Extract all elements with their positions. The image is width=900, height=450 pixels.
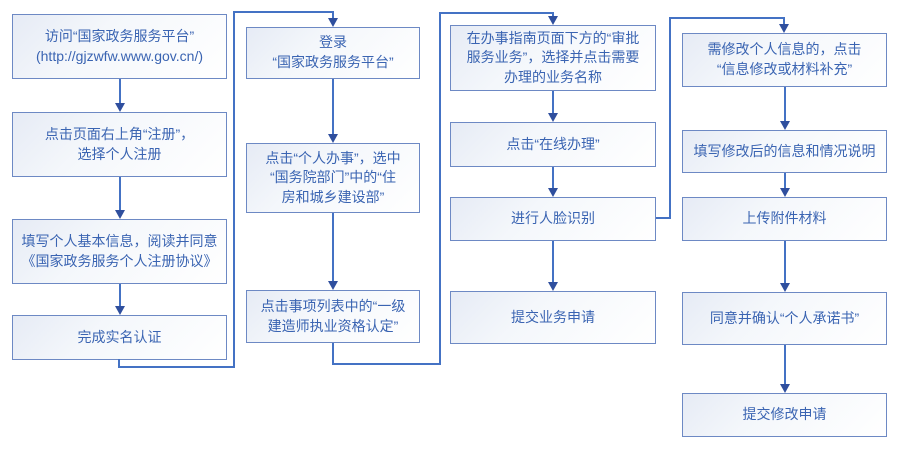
connector-segment: [552, 91, 554, 113]
flow-box: 访问“国家政务服务平台” (http://gjzwfw.www.gov.cn/): [12, 14, 227, 79]
flow-box: 进行人脸识别: [450, 197, 656, 241]
arrow-down-icon: [328, 134, 338, 143]
arrow-down-icon: [780, 121, 790, 130]
connector-segment: [332, 343, 334, 365]
flow-box: 点击“在线办理”: [450, 122, 656, 167]
flow-box: 提交修改申请: [682, 393, 887, 437]
connector-segment: [233, 11, 334, 13]
connector-segment: [119, 79, 121, 103]
connector-segment: [552, 241, 554, 282]
arrow-down-icon: [548, 113, 558, 122]
flow-box: 填写修改后的信息和情况说明: [682, 130, 887, 173]
connector-segment: [784, 241, 786, 283]
flow-box: 在办事指南页面下方的“审批 服务业务”，选择并点击需要 办理的业务名称: [450, 25, 656, 91]
flow-box: 点击事项列表中的“一级 建造师执业资格认定”: [246, 290, 420, 343]
flow-box: 需修改个人信息的，点击 “信息修改或材料补充”: [682, 33, 887, 87]
flow-box: 同意并确认“个人承诺书”: [682, 292, 887, 345]
connector-segment: [784, 87, 786, 121]
connector-segment: [332, 79, 334, 134]
connector-segment: [118, 359, 120, 368]
connector-segment: [118, 366, 235, 368]
connector-segment: [332, 11, 334, 19]
connector-segment: [784, 173, 786, 188]
connector-segment: [119, 177, 121, 210]
arrow-down-icon: [780, 283, 790, 292]
connector-segment: [233, 11, 235, 368]
connector-segment: [783, 17, 785, 25]
connector-segment: [669, 17, 785, 19]
arrow-down-icon: [780, 384, 790, 393]
connector-segment: [784, 345, 786, 384]
arrow-down-icon: [115, 306, 125, 315]
connector-segment: [332, 363, 441, 365]
arrow-down-icon: [779, 24, 789, 33]
arrow-down-icon: [780, 188, 790, 197]
connector-segment: [552, 167, 554, 188]
arrow-down-icon: [548, 188, 558, 197]
connector-segment: [656, 217, 671, 219]
arrow-down-icon: [328, 18, 338, 27]
connector-segment: [439, 12, 554, 14]
arrow-down-icon: [548, 282, 558, 291]
arrow-down-icon: [548, 16, 558, 25]
flow-box: 点击页面右上角“注册”， 选择个人注册: [12, 112, 227, 177]
connector-segment: [669, 17, 671, 219]
arrow-down-icon: [328, 281, 338, 290]
connector-segment: [552, 12, 554, 17]
arrow-down-icon: [115, 103, 125, 112]
flow-box: 上传附件材料: [682, 197, 887, 241]
flow-box: 填写个人基本信息，阅读并同意 《国家政务服务个人注册协议》: [12, 219, 227, 284]
flow-box: 点击“个人办事”，选中 “国务院部门”中的“住 房和城乡建设部”: [246, 143, 420, 213]
connector-segment: [439, 12, 441, 365]
arrow-down-icon: [115, 210, 125, 219]
connector-segment: [332, 213, 334, 281]
flow-box: 完成实名认证: [12, 315, 227, 360]
flow-box: 提交业务申请: [450, 291, 656, 344]
flow-box: 登录 “国家政务服务平台”: [246, 27, 420, 79]
connector-segment: [119, 284, 121, 306]
